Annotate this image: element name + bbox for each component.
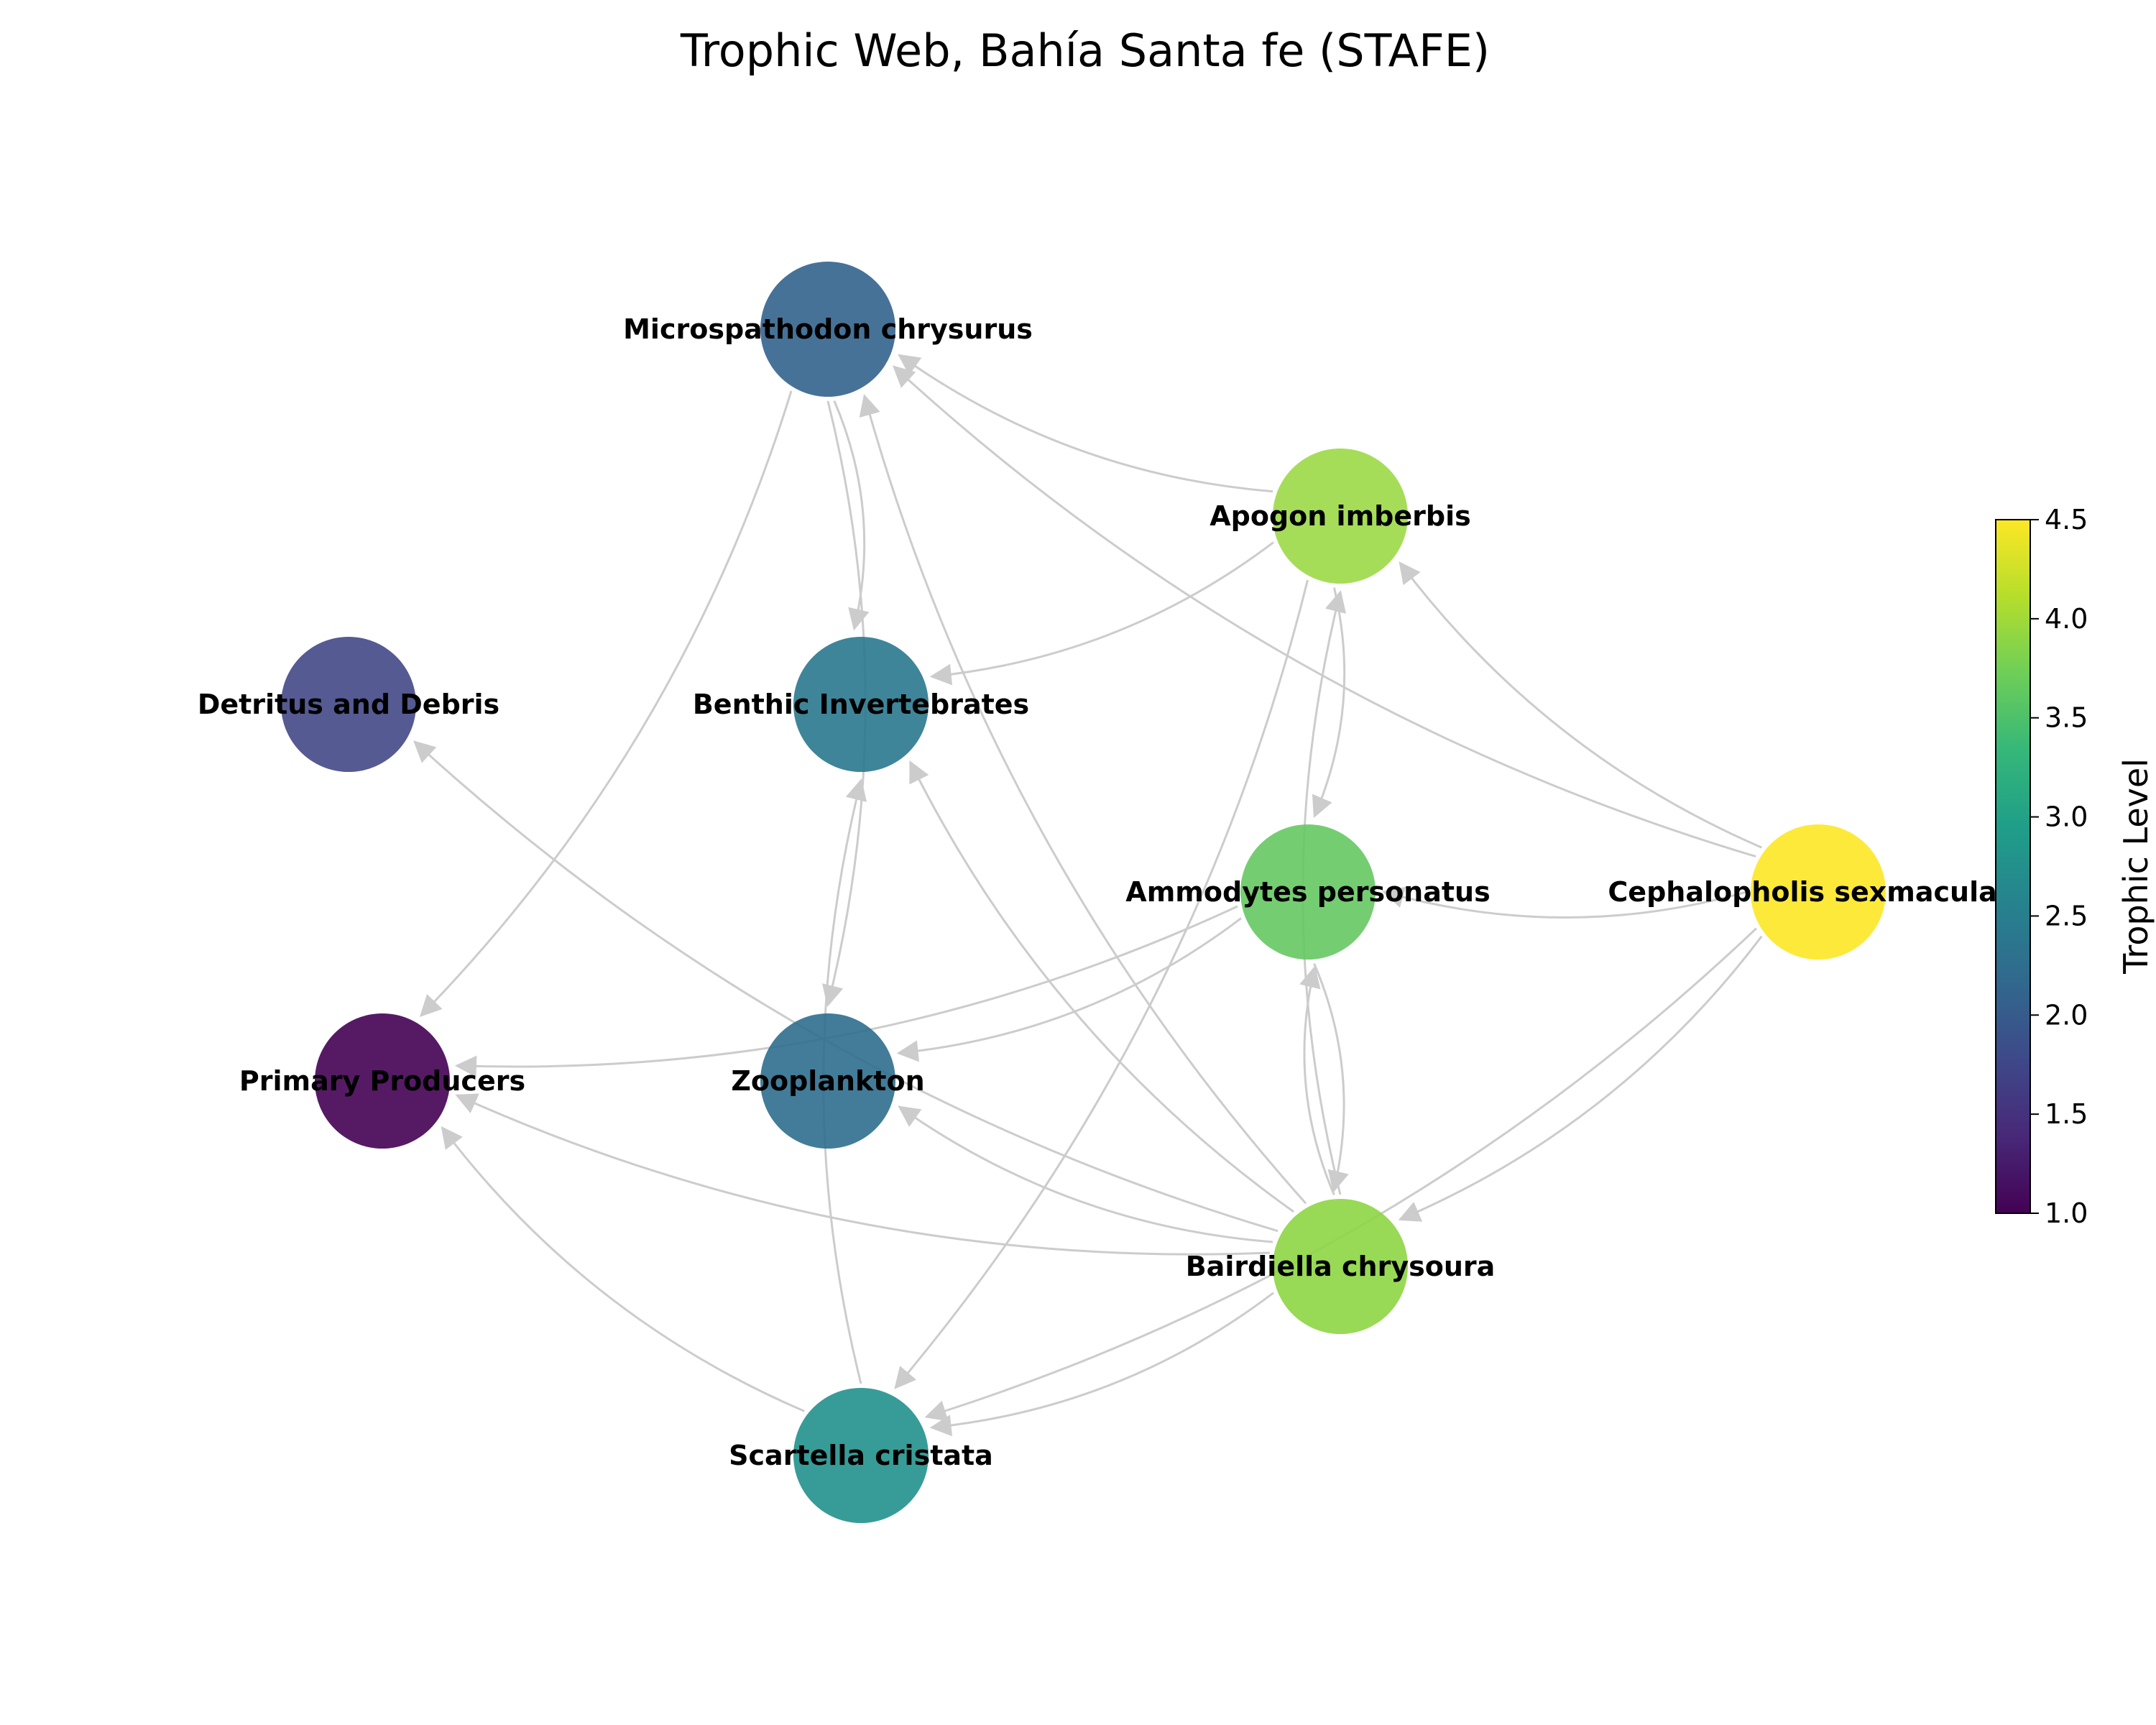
edge-layer (413, 354, 1763, 1437)
colorbar-tick-label: 1.5 (2045, 1098, 2088, 1130)
edge-bairdiella-to-ammodytes (1299, 965, 1335, 1195)
node-microspathodon (760, 262, 895, 397)
node-cephalopholis (1751, 824, 1886, 960)
node-label-zooplankton: Zooplankton (731, 1065, 924, 1097)
node-detritus (281, 637, 416, 772)
colorbar-label: Trophic Level (2116, 758, 2155, 975)
edge-scartella-to-primary (441, 1126, 805, 1412)
node-scartella (793, 1388, 929, 1523)
colorbar-tick-label: 4.0 (2045, 603, 2088, 635)
node-label-primary: Primary Producers (239, 1065, 525, 1097)
colorbar-tick-label: 2.5 (2045, 900, 2088, 932)
edge-apogon-to-benthic (929, 541, 1274, 686)
node-primary (315, 1013, 450, 1149)
edge-bairdiella-to-benthic (909, 760, 1294, 1213)
node-label-detritus: Detritus and Debris (198, 689, 499, 720)
node-benthic (793, 637, 929, 772)
node-bairdiella (1273, 1199, 1408, 1334)
colorbar-tick-label: 3.5 (2045, 702, 2088, 734)
edge-bairdiella-to-detritus (413, 740, 1279, 1233)
edge-apogon-to-microspathodon (898, 354, 1273, 493)
node-zooplankton (760, 1013, 895, 1149)
edge-apogon-to-ammodytes (1312, 587, 1346, 819)
node-label-apogon: Apogon imberbis (1210, 500, 1471, 532)
edge-ammodytes-to-bairdiella (1313, 963, 1349, 1193)
node-label-cephalopholis: Cephalopholis sexmaculata (1608, 876, 2028, 908)
node-apogon (1273, 448, 1408, 584)
node-label-scartella: Scartella cristata (729, 1440, 993, 1471)
node-label-benthic: Benthic Invertebrates (693, 689, 1029, 720)
colorbar-tick-label: 4.5 (2045, 504, 2088, 535)
edge-cephalopholis-to-scartella (924, 927, 1757, 1422)
edge-bairdiella-to-scartella (929, 1292, 1274, 1437)
node-label-ammodytes: Ammodytes personatus (1125, 876, 1490, 908)
edge-cephalopholis-to-ammodytes (1382, 886, 1747, 919)
colorbar-tick-label: 2.0 (2045, 999, 2088, 1031)
node-label-microspathodon: Microspathodon chrysurus (623, 313, 1033, 345)
edge-cephalopholis-to-apogon (1399, 561, 1762, 849)
node-label-bairdiella: Bairdiella chrysoura (1186, 1251, 1496, 1282)
colorbar-gradient-bar (1995, 519, 2031, 1214)
node-ammodytes (1240, 824, 1376, 960)
colorbar-tick-label: 1.0 (2045, 1197, 2088, 1229)
colorbar-ticks: 1.0 1.5 2.0 2.5 3.0 3.5 4.0 4.5 (2030, 504, 2088, 1229)
edge-bairdiella-to-primary (455, 1093, 1270, 1256)
edge-bairdiella-to-zooplankton (898, 1105, 1273, 1243)
edge-apogon-to-scartella (894, 579, 1309, 1389)
colorbar-tick-label: 3.0 (2045, 801, 2088, 833)
colorbar: 1.0 1.5 2.0 2.5 3.0 3.5 4.0 4.5 Trophic Level (1995, 504, 2155, 1229)
edge-cephalopholis-to-bairdiella (1398, 935, 1763, 1222)
edge-bairdiella-to-microspathodon (859, 394, 1307, 1205)
figure-title: Trophic Web, Bahía Santa fe (STAFE) (680, 24, 1490, 77)
edge-cephalopholis-to-microspathodon (892, 365, 1756, 858)
edge-ammodytes-to-zooplankton (896, 917, 1242, 1062)
edge-microspathodon-to-primary (419, 390, 793, 1017)
